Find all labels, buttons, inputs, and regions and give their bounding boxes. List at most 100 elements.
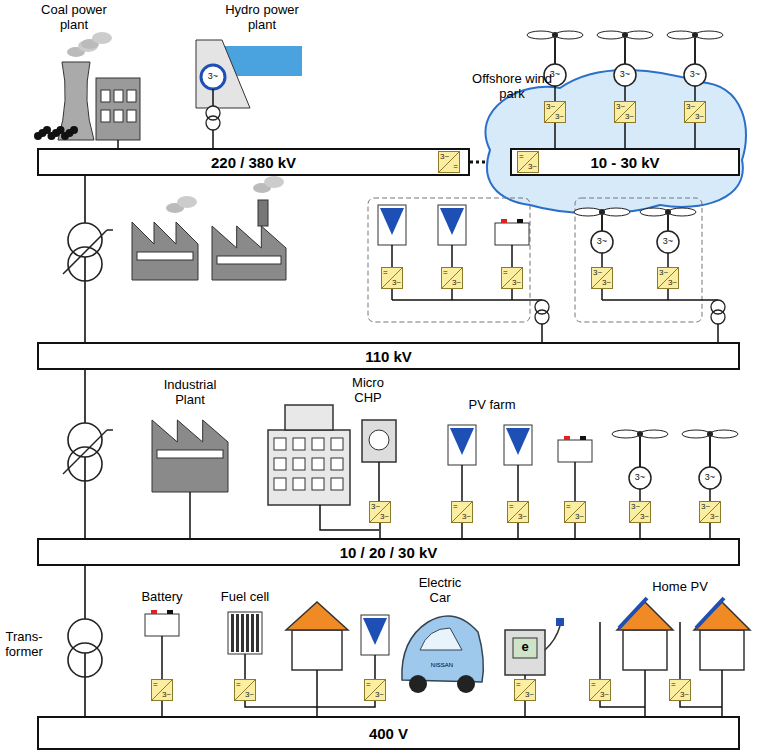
converter-diagonal [592,268,612,288]
wire [189,492,191,538]
converter-input: 3~ [593,269,602,277]
converter-output: 3~ [680,691,689,699]
wire [451,289,453,300]
turbine-hub [552,32,558,38]
converter-diagonal [615,102,635,122]
wire [644,670,646,716]
wire [624,123,626,148]
car-window [420,628,462,650]
wire [601,289,603,300]
smoke [92,32,112,44]
office-window [274,438,286,450]
converter-diagonal [565,502,585,522]
wire [391,245,393,267]
converter-box: =3~ [451,501,473,523]
car-brand: NISSAN [431,662,453,669]
turbine-tower [639,437,641,467]
pv-cell [440,208,464,235]
office-window [331,458,343,470]
plant-window [114,110,123,122]
wire [511,245,513,267]
converter-diagonal [630,502,650,522]
office-window [312,478,324,490]
electric-car [402,616,483,682]
car-wheel [409,675,427,693]
turbine-tower [667,215,669,231]
generator-label: 3~ [592,237,612,246]
battery-terminal [580,436,586,440]
turbine-tower [601,215,603,231]
voltage-level: 400 V [369,725,408,742]
converter-input: 3~ [371,503,380,511]
battery-terminal [501,219,507,223]
turbine-hub [692,32,698,38]
plant-building [96,78,140,140]
generator-label: 3~ [203,72,223,81]
turbine-hub [599,209,605,215]
generator-label: 3~ [685,70,705,79]
pv-cell [380,208,404,235]
coal-pile [70,126,78,134]
battery-symbol [558,440,592,462]
office-window [293,458,305,470]
converter-output: 3~ [640,513,649,521]
converter-output: 3~ [245,691,254,699]
pv-panel [361,615,389,655]
office-window [331,478,343,490]
converter-input: = [453,503,458,511]
converter-output: 3~ [710,513,719,521]
chimney [258,200,268,226]
wire [391,289,393,300]
converter-diagonal [508,502,528,522]
converter-diagonal [700,502,720,522]
wire [639,489,641,501]
wire [554,123,556,148]
converter-input: 3~ [616,103,625,111]
wire [117,140,119,148]
converter-diagonal [685,102,705,122]
fuel-cell-plate [256,614,259,652]
wire [602,299,718,301]
converter-box: 3~3~ [699,501,721,523]
converter-output: 3~ [452,279,461,287]
wire [511,289,513,300]
component-label: Hydro power plant [217,3,307,33]
house-body [292,630,342,670]
house-roof [694,602,750,630]
wire [317,701,375,707]
generator-symbol [699,467,721,489]
pv-panel [378,205,406,245]
wire [378,462,380,501]
voltage-bus: 220 / 380 kV [37,148,470,176]
generator-label: 3~ [545,70,565,79]
converter-box: =3~ [669,679,691,701]
wire [451,245,453,267]
battery-terminal [151,610,157,614]
converter-input: = [503,269,508,277]
smoke [177,196,197,208]
converter-box: =3~ [514,679,536,701]
wire [461,523,463,538]
turbine-blade [640,208,668,216]
turbine-blade [682,430,710,438]
component-label: Trans- former [2,630,46,660]
house-roof [617,602,673,630]
roof-pv-panel [696,598,724,628]
wire [667,289,669,300]
converter-input: = [236,681,241,689]
component-label: PV farm [469,398,516,413]
converter-diagonal [152,680,172,700]
turbine-blade [612,430,640,438]
battery-terminal [564,436,570,440]
office-window [274,478,286,490]
battery-terminal [517,219,523,223]
turbine-blade [640,430,668,438]
component-label: Coal power plant [29,3,119,33]
turbine-hub [707,431,713,437]
plant-window [127,90,136,102]
converter-output: 3~ [528,163,537,171]
wire [574,462,576,501]
converter-output: 3~ [518,513,527,521]
turbine-tower [709,437,711,467]
wire [600,701,645,707]
